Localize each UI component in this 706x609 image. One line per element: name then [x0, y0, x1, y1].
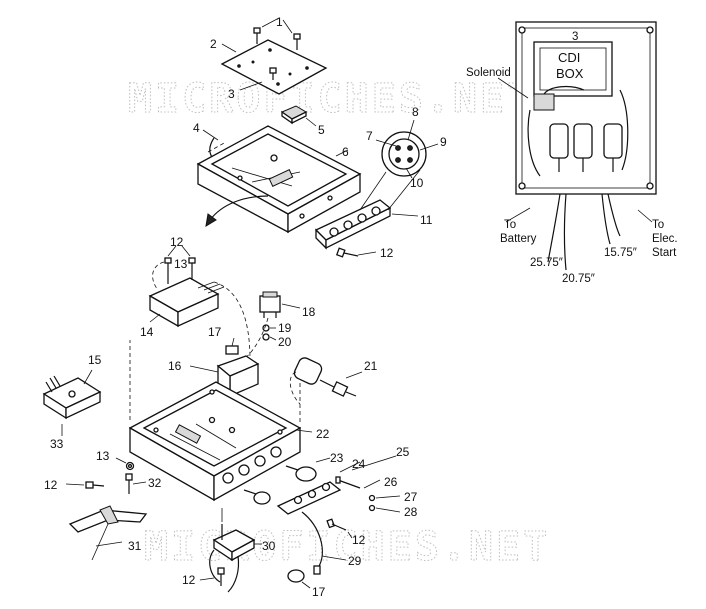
callout-9: 9: [440, 135, 447, 149]
wire-29: [301, 511, 323, 569]
callout-6: 6: [342, 145, 349, 159]
callout-8: 8: [412, 105, 419, 119]
screw-12e: [199, 567, 225, 586]
inset-length-15-75: 15.75″: [604, 247, 637, 259]
callout-21: 21: [364, 359, 378, 373]
callout-33: 33: [50, 437, 64, 451]
callout-11: 11: [420, 213, 433, 227]
callout-13b: 13: [96, 449, 110, 463]
inset-to-elec-3: Start: [652, 247, 677, 259]
watermark-top: MICROFICHES.NET: [128, 76, 534, 122]
callout-2: 2: [210, 37, 217, 51]
callout-12d: 12: [352, 533, 366, 547]
callout-14: 14: [140, 325, 154, 339]
inset-diagram: [497, 21, 657, 271]
callout-4: 4: [193, 121, 200, 135]
small-module-5: [280, 105, 317, 127]
callout-16: 16: [168, 359, 182, 373]
connector-block-11: [314, 199, 392, 250]
inset-length-20-75: 20.75″: [562, 273, 595, 285]
callout-26: 26: [384, 475, 398, 489]
screw-12c-group: [326, 518, 353, 539]
callout-28: 28: [404, 505, 418, 519]
callout-3: 3: [228, 87, 235, 101]
inset-to-elec-2: Elec.: [652, 233, 678, 245]
dashed-route-14: [213, 281, 251, 361]
screws-12-13: [152, 245, 196, 291]
strap-31: [68, 505, 148, 561]
callout-24: 24: [352, 457, 366, 471]
plate-25: [276, 455, 397, 515]
lower-connector-face: [222, 446, 282, 484]
callout-22: 22: [316, 427, 330, 441]
flow-arrow: [209, 195, 269, 221]
inset-box-label: BOX: [556, 66, 584, 81]
plug-23: [285, 457, 331, 482]
callout-17b: 17: [312, 585, 326, 599]
bracket-30: [209, 508, 262, 593]
callout-20: 20: [278, 335, 292, 349]
callout-19: 19: [278, 321, 292, 335]
callout-18: 18: [302, 305, 316, 319]
left-screws: [65, 457, 147, 494]
rectifier-33: [42, 369, 102, 436]
watermark-bottom: MICROFICHES.NET: [144, 524, 550, 570]
callout-10: 10: [410, 176, 424, 190]
dashed-route-18: [239, 317, 269, 363]
callout-15: 15: [88, 353, 102, 367]
inset-solenoid-label: Solenoid: [466, 67, 511, 79]
cover-plate: [220, 39, 328, 95]
callout-5: 5: [318, 123, 325, 137]
hardware-26-28: [335, 476, 401, 513]
callout-12b: 12: [170, 235, 184, 249]
washer-19-20: [262, 324, 277, 341]
callout-27: 27: [404, 490, 418, 504]
inset-cdi-label: CDI: [558, 50, 580, 65]
cap-17: [287, 569, 311, 589]
arrow-head: [205, 213, 217, 227]
callout-12e: 12: [182, 573, 196, 587]
callout-29: 29: [348, 554, 362, 568]
plug-24: [243, 489, 271, 505]
callout-25: 25: [396, 445, 410, 459]
screw-12a: [335, 247, 377, 258]
callout-12c: 12: [44, 478, 58, 492]
upper-box-6: [196, 125, 362, 234]
coil-21: [289, 357, 363, 405]
callout-7: 7: [366, 129, 373, 143]
inset-box-number: 3: [572, 31, 578, 43]
relay-18: [259, 291, 301, 318]
callout-23: 23: [330, 451, 344, 465]
callout-12a: 12: [380, 246, 394, 260]
round-connector: [359, 119, 439, 211]
inset-to-elec-1: To: [652, 219, 664, 231]
callout-17a: 17: [208, 325, 222, 339]
inset-to-battery-1: To: [504, 219, 516, 231]
callout-31: 31: [128, 539, 142, 553]
callout-30: 30: [262, 539, 276, 553]
module-14: [148, 277, 225, 328]
callout-1: 1: [276, 15, 283, 29]
callout-13a: 13: [174, 257, 188, 271]
inset-length-25-75: 25.75″: [530, 257, 563, 269]
lower-box-22: [128, 340, 313, 502]
inset-to-battery-2: Battery: [500, 233, 537, 245]
screw-set-1: [253, 17, 301, 80]
callout-32: 32: [148, 476, 162, 490]
